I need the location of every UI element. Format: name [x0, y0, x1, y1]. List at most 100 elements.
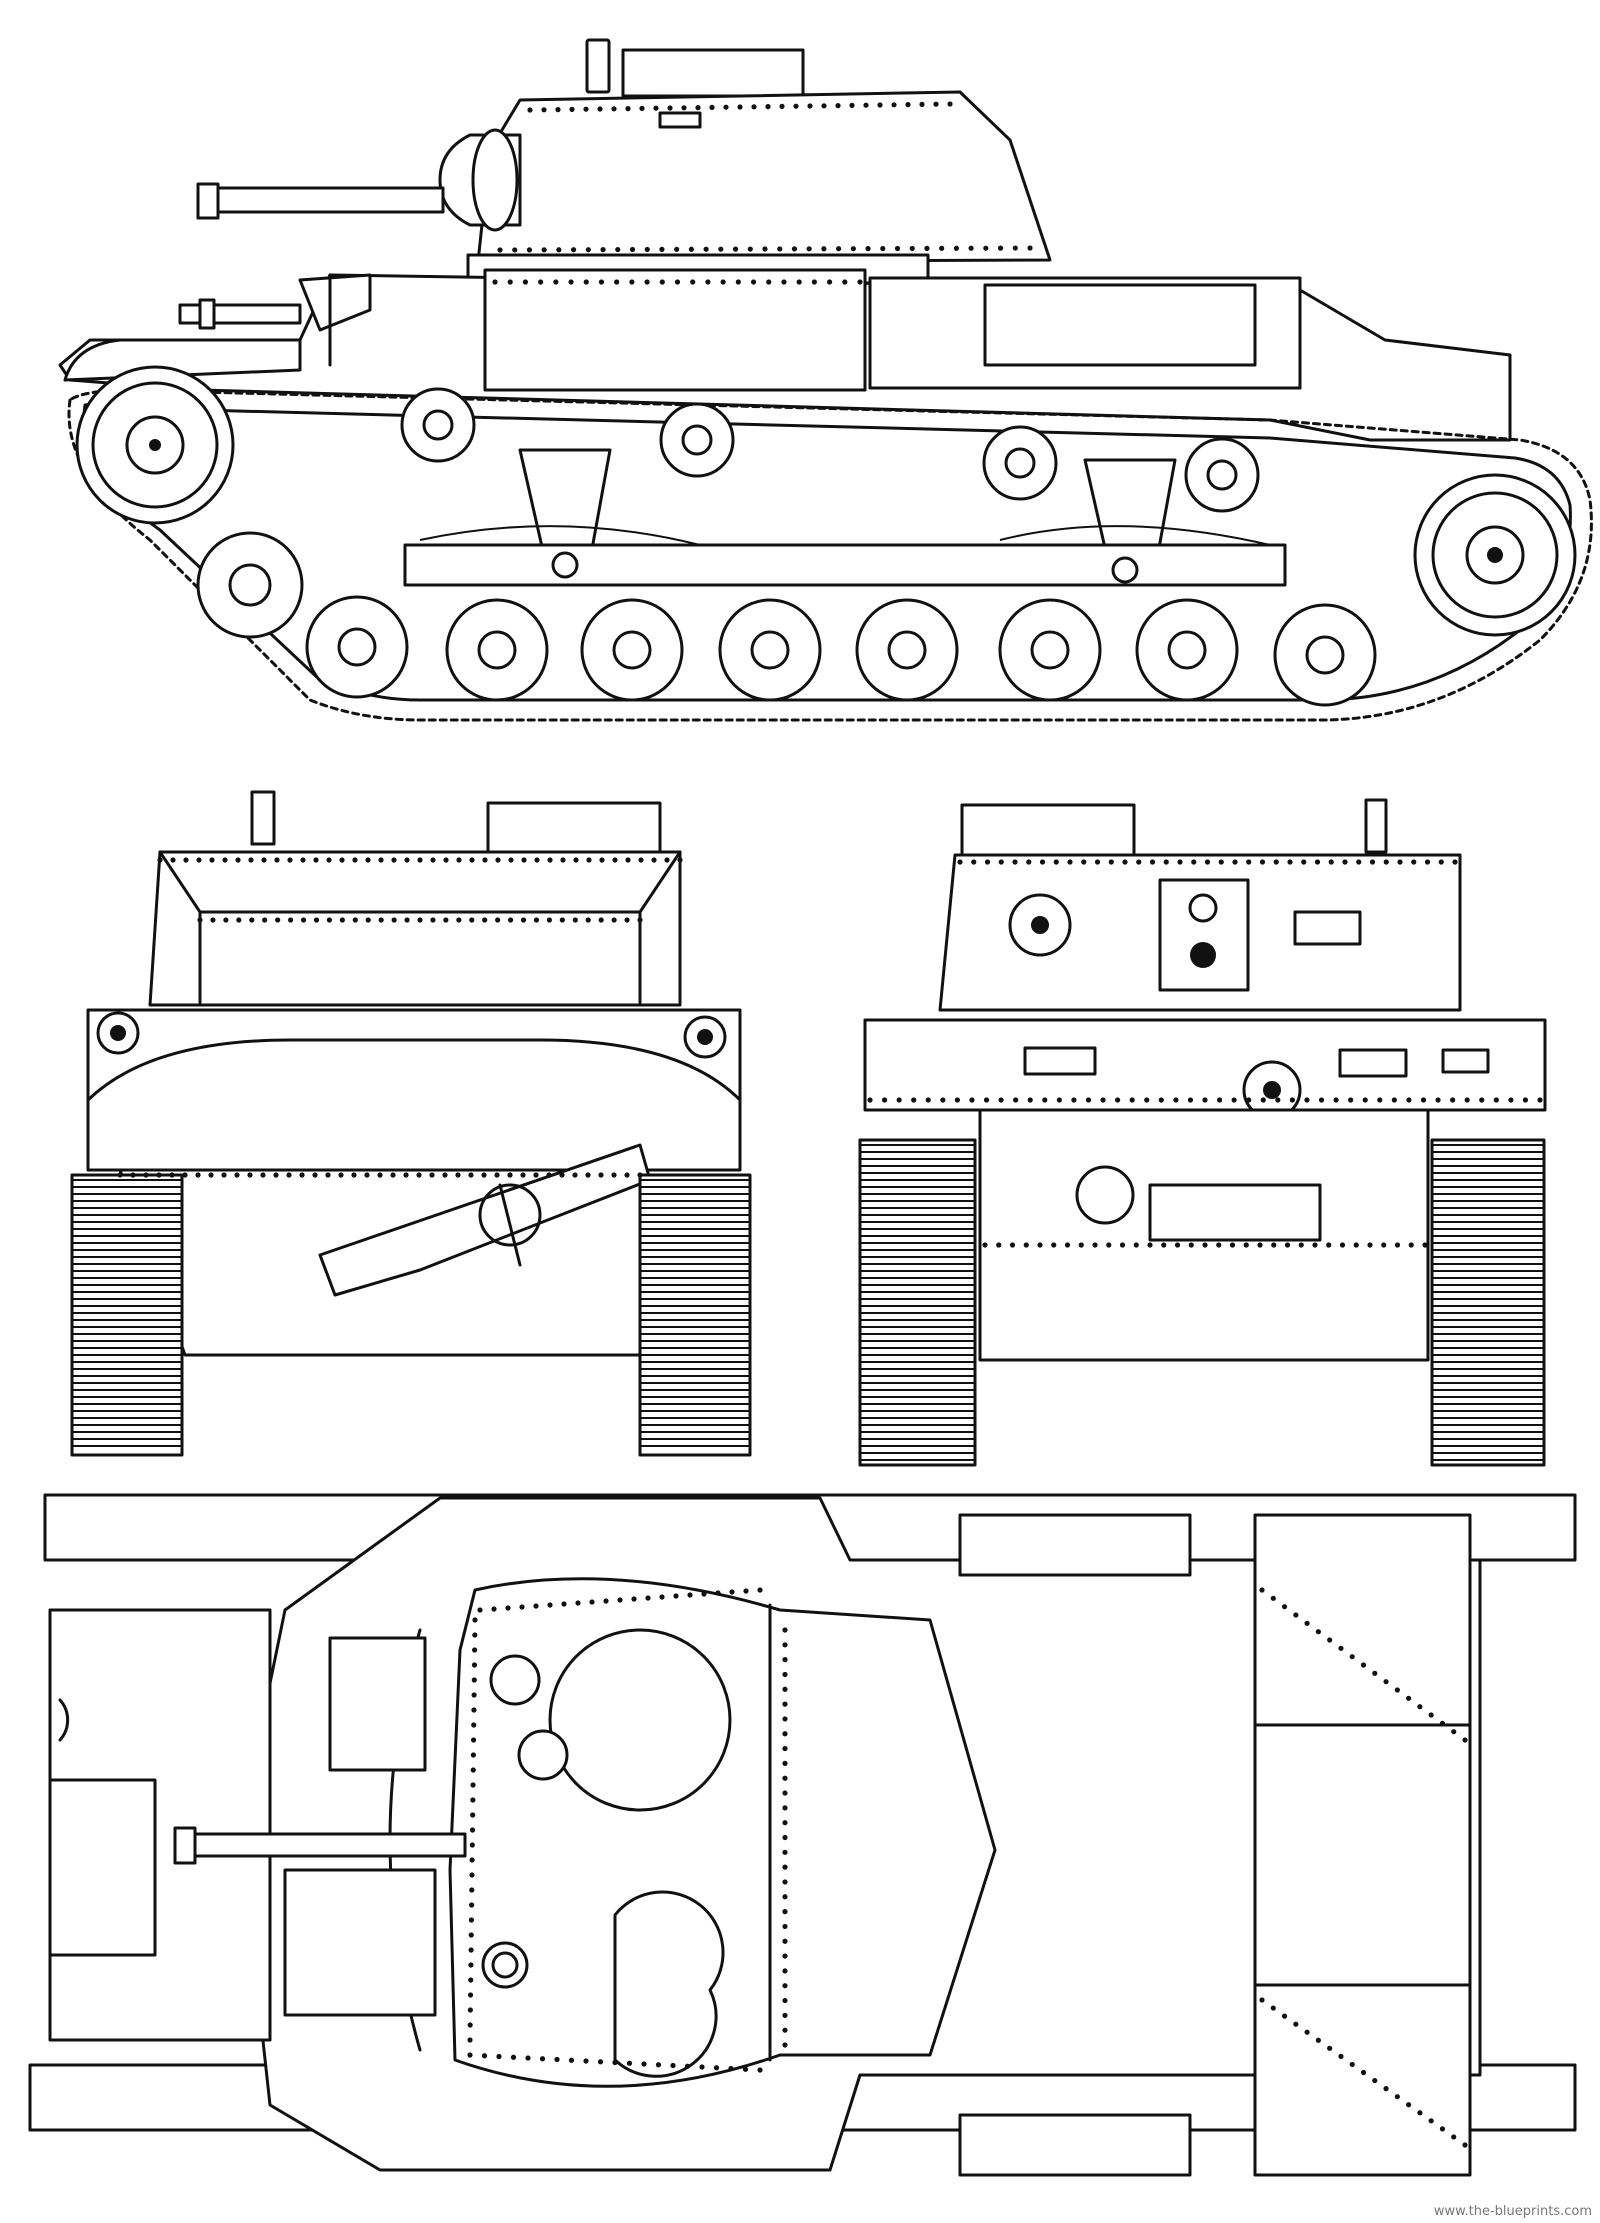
- rivet: [718, 246, 724, 252]
- rivet: [905, 102, 911, 108]
- rivet: [573, 857, 579, 863]
- rivet: [522, 279, 529, 285]
- rivet: [1349, 1654, 1355, 1660]
- rivet: [782, 1716, 788, 1722]
- rivet: [742, 2066, 749, 2072]
- rivet: [624, 1172, 630, 1178]
- rivet: [651, 857, 657, 863]
- rivet: [1270, 1595, 1276, 1601]
- rivet: [1023, 1242, 1029, 1248]
- rivet: [782, 1879, 788, 1885]
- rivet: [390, 1172, 396, 1178]
- rivet: [1417, 1704, 1423, 1710]
- rivet: [554, 2056, 560, 2063]
- rivet: [365, 917, 371, 923]
- rivet: [391, 917, 397, 923]
- rivet: [1369, 859, 1376, 865]
- rivet: [248, 857, 254, 863]
- rivet: [527, 107, 533, 113]
- rivet: [364, 1172, 370, 1178]
- idler-wheel: [1413, 473, 1577, 637]
- rivet: [469, 1842, 475, 1848]
- rivet: [1243, 1242, 1249, 1248]
- rivet: [351, 1172, 357, 1178]
- rivet: [1452, 859, 1458, 865]
- rivet: [737, 104, 743, 110]
- rivet: [533, 917, 540, 923]
- rivet: [757, 2067, 763, 2073]
- rivet: [1177, 859, 1183, 865]
- rivet: [667, 105, 673, 111]
- rivet: [782, 1701, 788, 1707]
- rivet: [1383, 2086, 1389, 2092]
- rivet: [469, 1827, 476, 1833]
- rivet: [599, 857, 605, 863]
- rivet: [568, 279, 574, 285]
- rivet: [924, 245, 930, 251]
- rivet: [468, 1962, 474, 1968]
- rivet: [471, 1692, 477, 1698]
- rivet: [757, 1587, 763, 1593]
- rivet: [971, 859, 977, 865]
- rivet: [1298, 1242, 1304, 1248]
- rivet: [598, 1172, 604, 1178]
- rivet: [1537, 1097, 1543, 1103]
- rivet: [339, 857, 345, 863]
- rivet: [1202, 1242, 1208, 1248]
- rivet: [467, 2052, 473, 2058]
- rivet: [750, 279, 757, 285]
- rivet: [1081, 859, 1087, 865]
- rivet: [1259, 1997, 1265, 2003]
- rivet: [1312, 1242, 1318, 1248]
- rivet: [1360, 2069, 1367, 2076]
- rivet: [572, 917, 578, 923]
- rivet: [796, 279, 802, 285]
- rivet: [547, 1602, 553, 1608]
- rivet: [352, 857, 358, 863]
- rivet: [300, 857, 306, 863]
- rivet: [911, 1097, 917, 1103]
- rivet: [791, 246, 798, 252]
- rivet: [455, 1172, 461, 1178]
- rivet: [782, 1642, 788, 1648]
- rivet: [1202, 1097, 1208, 1103]
- rivet: [196, 857, 202, 863]
- rivet: [849, 102, 855, 108]
- rivet: [1009, 1242, 1016, 1248]
- rivet: [1191, 859, 1197, 865]
- rivet: [782, 2027, 788, 2033]
- rivet: [1397, 859, 1403, 865]
- rivet: [782, 1820, 788, 1826]
- rivet: [1301, 859, 1307, 865]
- rivet: [539, 2056, 546, 2062]
- rivet: [919, 101, 925, 107]
- rivet: [850, 246, 856, 252]
- rivet: [468, 1932, 474, 1938]
- rivet: [1349, 2061, 1355, 2068]
- rivet: [1085, 1097, 1092, 1103]
- rivet: [782, 1657, 788, 1663]
- rivet: [1144, 1097, 1150, 1103]
- rivet: [674, 279, 681, 285]
- rivet: [468, 1172, 474, 1178]
- rivet: [481, 1172, 487, 1178]
- rivet: [546, 1172, 552, 1178]
- rivet: [1508, 1097, 1514, 1103]
- rivet: [729, 1589, 735, 1595]
- rivet: [157, 857, 163, 863]
- rivet: [143, 1172, 149, 1178]
- rivet: [525, 2055, 531, 2061]
- rivet: [286, 1172, 292, 1178]
- rivet: [998, 859, 1004, 865]
- rivet: [1147, 1242, 1153, 1248]
- rivet: [728, 2065, 734, 2072]
- rivet: [472, 1632, 478, 1638]
- rivet: [597, 2059, 604, 2065]
- rivet: [417, 917, 423, 923]
- rivet: [495, 857, 501, 863]
- rivet: [690, 279, 696, 285]
- rivet: [939, 245, 945, 251]
- rivet: [659, 279, 665, 285]
- rivet: [546, 917, 553, 923]
- rivet: [793, 103, 799, 109]
